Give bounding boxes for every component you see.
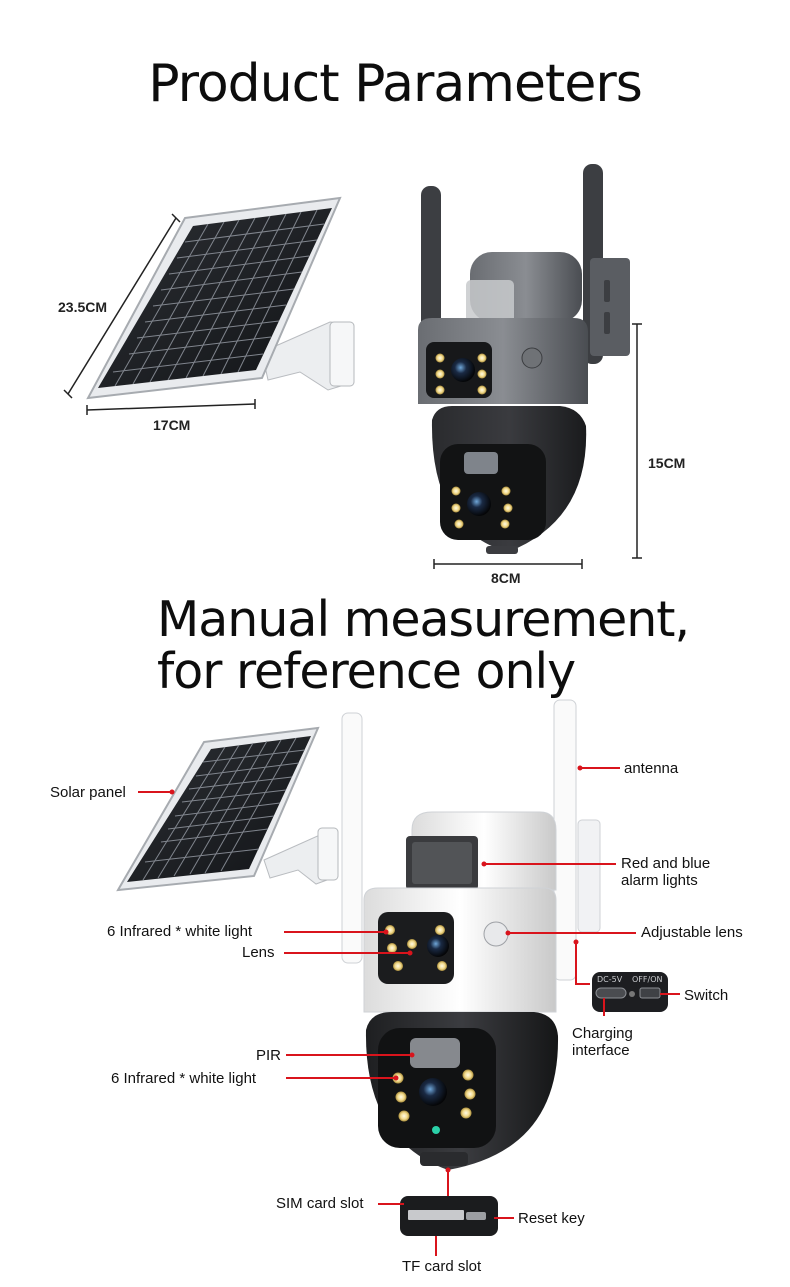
- alarm-lights-label-line2: alarm lights: [621, 872, 698, 889]
- tf-card-slot-label: TF card slot: [402, 1258, 482, 1275]
- camera-height-label: 15CM: [648, 455, 686, 471]
- charging-interface-label-line1: Charging: [572, 1025, 633, 1042]
- switch-port-label: OFF/ON: [632, 975, 663, 984]
- camera-width-label: 8CM: [491, 570, 521, 586]
- card-slot-panel: [400, 1196, 498, 1236]
- callout-dots: [169, 765, 583, 1173]
- callout-lines: [138, 767, 680, 1256]
- charging-interface-label: Charging interface: [572, 1025, 633, 1059]
- switch-label: Switch: [684, 987, 729, 1004]
- solar-panel-label: Solar panel: [50, 784, 126, 801]
- panel-width-label: 17CM: [153, 417, 191, 433]
- measurement-note: Manual measurement, for reference only: [157, 591, 690, 700]
- dimension-lines-top: [63, 213, 642, 569]
- lens-label: Lens: [242, 944, 275, 961]
- solar-panel-bottom: [116, 726, 339, 892]
- measurement-note-line1: Manual measurement,: [157, 591, 690, 648]
- infrared-white-light-bottom-label: 6 Infrared * white light: [111, 1070, 257, 1087]
- panel-height-label: 23.5CM: [58, 299, 108, 315]
- infrared-white-light-top-label: 6 Infrared * white light: [107, 923, 253, 940]
- measurement-note-line2: for reference only: [157, 643, 576, 700]
- camera-top: [418, 164, 630, 554]
- charging-interface-label-line2: interface: [572, 1042, 630, 1059]
- pir-label: PIR: [256, 1047, 282, 1064]
- alarm-lights-label: Red and blue alarm lights: [621, 855, 710, 889]
- page-title: Product Parameters: [148, 54, 643, 114]
- camera-bottom: [341, 699, 601, 1170]
- solar-panel-top: [86, 196, 355, 400]
- reset-key-label: Reset key: [518, 1210, 585, 1227]
- adjustable-lens-label: Adjustable lens: [641, 924, 743, 941]
- sim-card-slot-label: SIM card slot: [276, 1195, 364, 1212]
- usb-port-label: DC-5V: [597, 975, 623, 984]
- port-panel: [592, 972, 668, 1012]
- alarm-lights-label-line1: Red and blue: [621, 855, 711, 872]
- antenna-label: antenna: [624, 760, 679, 777]
